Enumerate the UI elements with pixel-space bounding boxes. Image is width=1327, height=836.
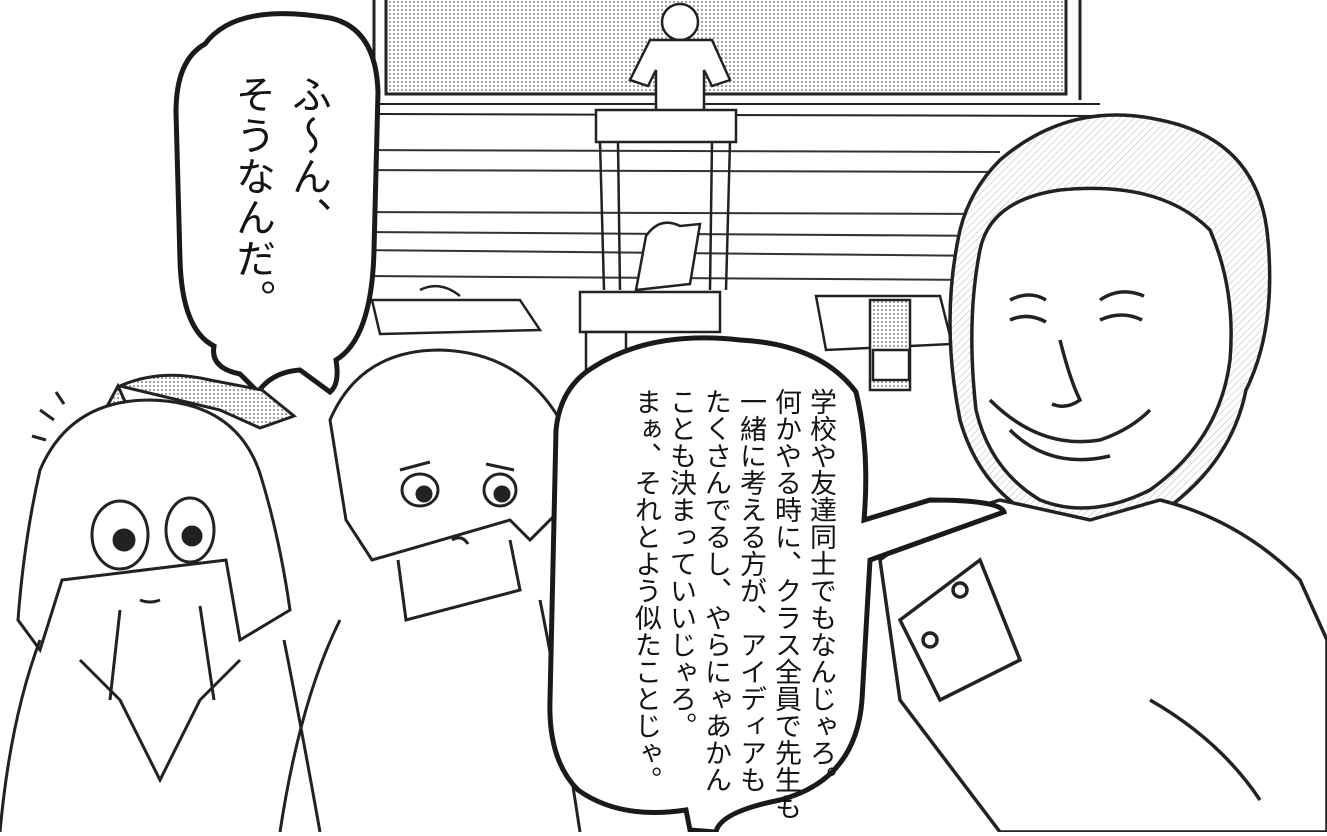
speech-text-student: ふ〜ん、 そうなんだ。: [229, 74, 331, 320]
boy-character: [278, 348, 582, 833]
old-man-character: [878, 113, 1327, 834]
speech-bubble-center: [547, 335, 1008, 835]
girl-character: [0, 373, 322, 833]
speech-bubble-left: [173, 11, 381, 396]
podium-figure: [594, 2, 738, 291]
speech-text-teacher: 学校や友達同士でもなんじゃろ。 何かやる時に、クラス全員で先生も 一緒に考える方…: [630, 388, 836, 820]
blackboard: [359, 0, 1101, 117]
